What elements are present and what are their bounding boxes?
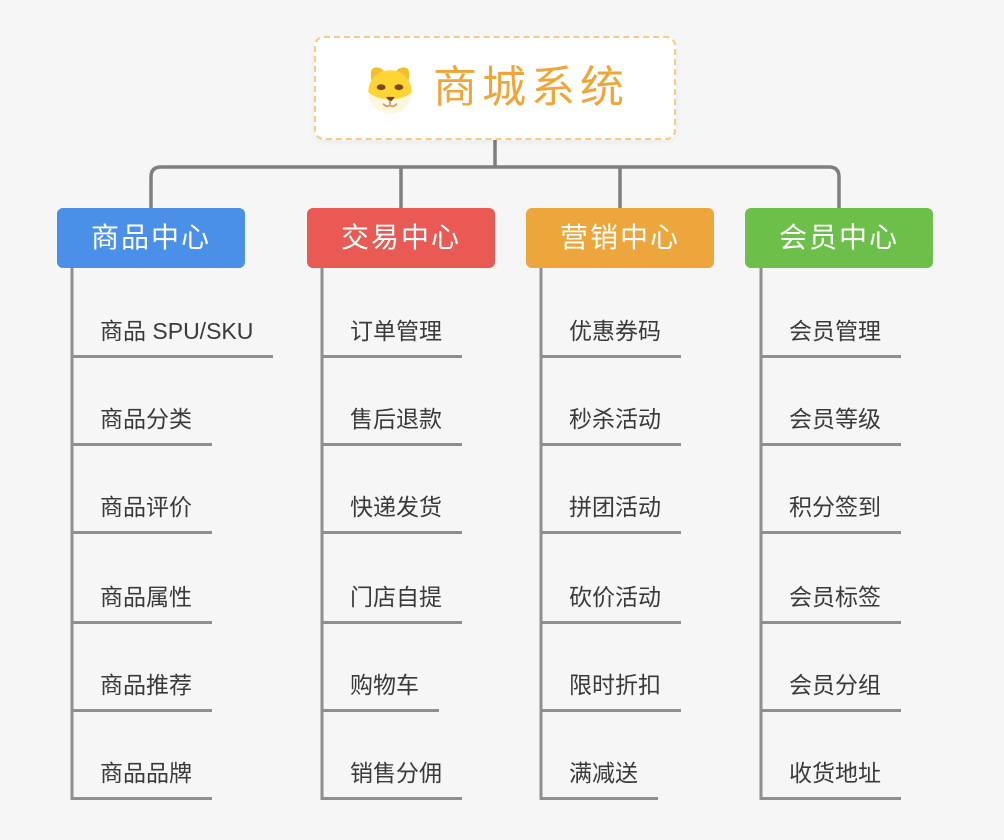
leaf-topic[interactable]: 优惠券码 [541, 316, 681, 358]
leaf-topic[interactable]: 商品属性 [72, 582, 212, 624]
leaf-topic[interactable]: 会员标签 [761, 582, 901, 624]
leaf-topic[interactable]: 满减送 [541, 758, 658, 800]
leaf-topic[interactable]: 限时折扣 [541, 670, 681, 712]
dog-face-icon [368, 67, 412, 114]
leaf-topic[interactable]: 拼团活动 [541, 492, 681, 534]
leaf-topic[interactable]: 会员管理 [761, 316, 901, 358]
leaf-topic[interactable]: 商品 SPU/SKU [72, 316, 274, 358]
leaf-topic[interactable]: 销售分佣 [322, 758, 462, 800]
leaf-topic[interactable]: 砍价活动 [541, 582, 681, 624]
leaf-topic[interactable]: 会员等级 [761, 404, 901, 446]
leaf-topic[interactable]: 商品推荐 [72, 670, 212, 712]
branch-label-member: 会员中心 [778, 222, 899, 253]
root-label: 商城系统 [433, 63, 629, 112]
leaf-topic[interactable]: 门店自提 [322, 582, 462, 624]
branch-node-trade[interactable]: 交易中心 [307, 208, 495, 268]
leaf-topic[interactable]: 快递发货 [322, 492, 462, 534]
leaf-topic[interactable]: 订单管理 [322, 316, 462, 358]
root-node[interactable]: 商城系统 [314, 36, 676, 140]
leaf-topic[interactable]: 积分签到 [761, 492, 901, 534]
branch-label-trade: 交易中心 [340, 222, 461, 253]
branch-label-marketing: 营销中心 [559, 222, 680, 253]
branch-node-product[interactable]: 商品中心 [57, 208, 245, 268]
leaf-topic[interactable]: 售后退款 [322, 404, 462, 446]
branch-node-member[interactable]: 会员中心 [745, 208, 933, 268]
leaf-topic[interactable]: 商品分类 [72, 404, 212, 446]
leaf-topic[interactable]: 会员分组 [761, 670, 901, 712]
branch-bus-line [149, 165, 841, 210]
leaf-topic[interactable]: 收货地址 [761, 758, 901, 800]
branch-label-product: 商品中心 [90, 222, 211, 253]
branch-node-marketing[interactable]: 营销中心 [526, 208, 714, 268]
leaf-topic[interactable]: 商品评价 [72, 492, 212, 534]
leaf-topic[interactable]: 商品品牌 [72, 758, 212, 800]
leaf-topic[interactable]: 秒杀活动 [541, 404, 681, 446]
leaf-topic[interactable]: 购物车 [322, 670, 439, 712]
